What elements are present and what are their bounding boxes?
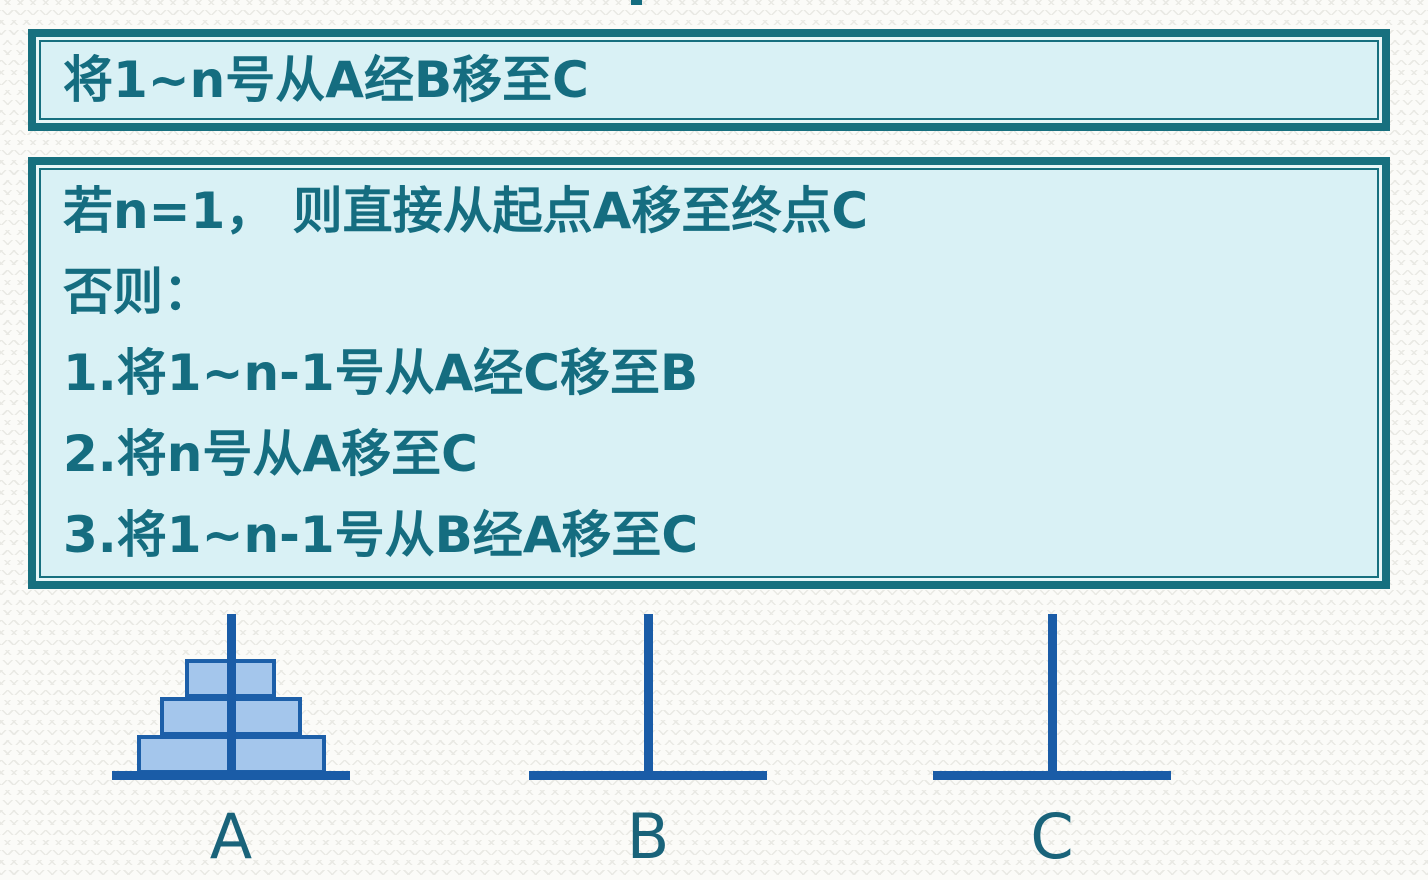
recursion-line-1: 若n=1， 则直接从起点A移至终点C (63, 181, 869, 240)
recursion-box-inner: 若n=1， 则直接从起点A移至终点C 否则： 1.将1~n-1号从A经C移至B … (39, 168, 1379, 578)
peg-a-pole (227, 614, 236, 773)
instruction-box-inner: 将1~n号从A经B移至C (39, 40, 1379, 120)
peg-b-label: B (626, 800, 670, 873)
recursion-box: 若n=1， 则直接从起点A移至终点C 否则： 1.将1~n-1号从A经C移至B … (28, 157, 1390, 589)
recursion-line-3: 1.将1~n-1号从A经C移至B (63, 343, 699, 402)
recursion-line-2: 否则： (63, 262, 213, 321)
recursion-line-5: 3.将1~n-1号从B经A移至C (63, 505, 699, 564)
cut-off-title-fragment (631, 0, 642, 5)
peg-b-base (529, 771, 767, 780)
instruction-text: 将1~n号从A经B移至C (63, 50, 589, 109)
peg-b-pole (644, 614, 653, 773)
instruction-box: 将1~n号从A经B移至C (28, 29, 1390, 131)
peg-c-label: C (1030, 800, 1074, 873)
peg-c-pole (1048, 614, 1057, 773)
peg-c-base (933, 771, 1171, 780)
recursion-line-4: 2.将n号从A移至C (63, 424, 478, 483)
peg-a-base (112, 771, 350, 780)
peg-a-label: A (209, 800, 253, 873)
